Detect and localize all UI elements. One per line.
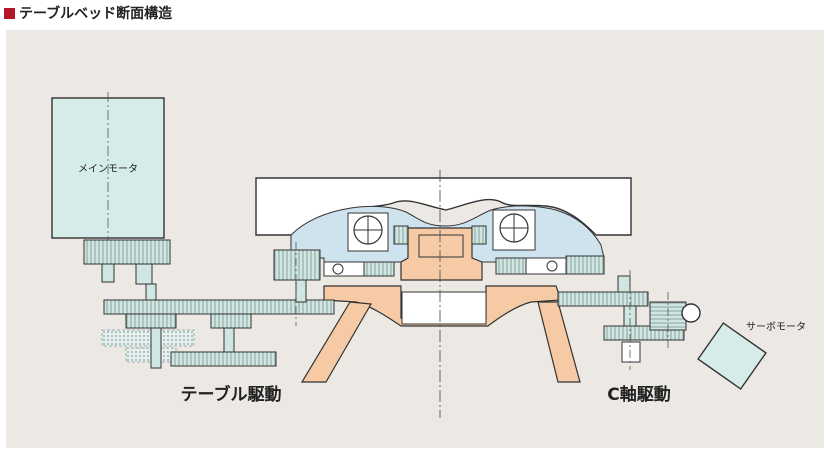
bed-leg-left [300,301,372,383]
gear-b [210,313,252,329]
c-axis-drive-label: C軸駆動 [607,384,670,405]
c-axis-gear-train [557,291,649,307]
c-axis-encoder [621,341,641,363]
lower-bearings [323,257,567,277]
motor-shaft [101,263,115,283]
servo-coupling-icon [681,303,701,323]
table-pinion-gear [273,249,321,281]
spindle-gear-right [471,225,487,245]
c-axis-shaft [617,275,631,293]
vertical-shaft [150,327,162,369]
transmission-shaft [145,283,157,301]
vertical-shaft-2 [223,327,235,353]
diagram-panel: メインモータ サーボモータ テーブル駆動 C軸駆動 [6,30,824,448]
gear-a [125,313,177,329]
header-bullet-icon [4,7,15,19]
table-bed-cross-section-diagram: メインモータ サーボモータ テーブル駆動 C軸駆動 [6,30,824,448]
table-drive-label: テーブル駆動 [181,384,282,405]
spindle-inner [418,234,464,258]
motor-shaft-2 [135,263,153,285]
c-axis-pinion [565,255,605,275]
bed-leg-right [537,301,581,383]
clutch-gear-dotted [101,329,195,347]
servo-motor [697,322,767,390]
page-title: テーブルベッド断面構造 [19,6,173,22]
main-motor-label: メインモータ [78,163,138,175]
motor-output-gear [83,239,171,265]
left-bearing-icon [347,212,389,252]
servo-motor-label: サーボモータ [746,321,806,333]
right-bearing-icon [492,209,536,251]
table-pinion-shaft [295,279,307,303]
lower-gear [170,351,277,367]
section-header: テーブルベッド断面構造 [4,2,172,24]
spindle-gear-left [393,225,409,245]
spindle-bore [401,291,487,325]
